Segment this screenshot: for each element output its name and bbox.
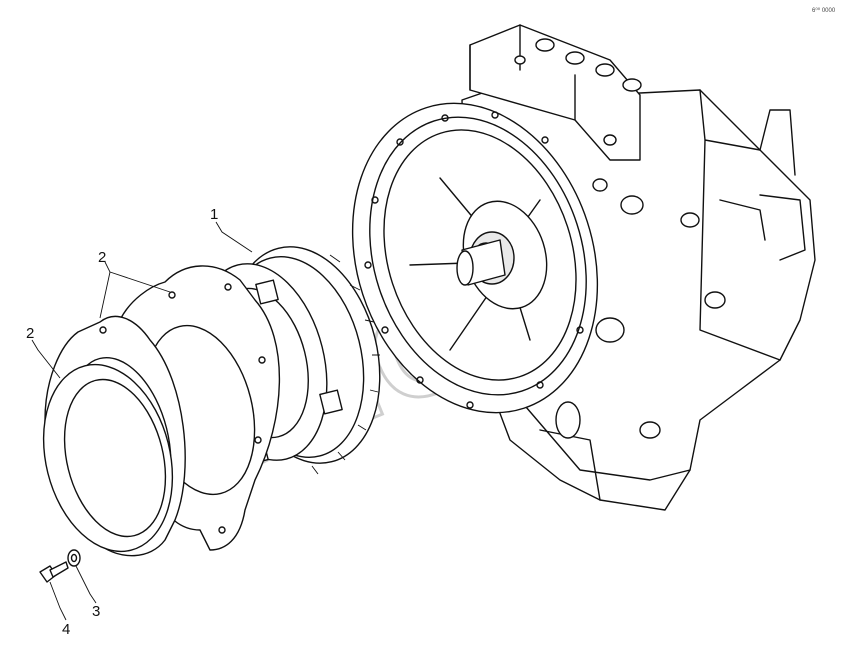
- callout-2-lower: 2: [26, 325, 34, 342]
- callout-3: 3: [92, 603, 100, 620]
- bell-housing: [351, 102, 599, 414]
- drawing-code: 6⁰⁰ 0000: [812, 7, 836, 14]
- ring-gasket: [42, 363, 174, 553]
- valve-ports: [514, 38, 642, 146]
- bell-housing-bolts: [364, 111, 584, 409]
- callout-4: 4: [62, 621, 70, 638]
- bolt: [39, 561, 69, 583]
- callout-2-upper: 2: [98, 249, 106, 266]
- callout-1: 1: [210, 206, 218, 223]
- washer: [67, 549, 81, 567]
- callout-leaders: [31, 221, 253, 621]
